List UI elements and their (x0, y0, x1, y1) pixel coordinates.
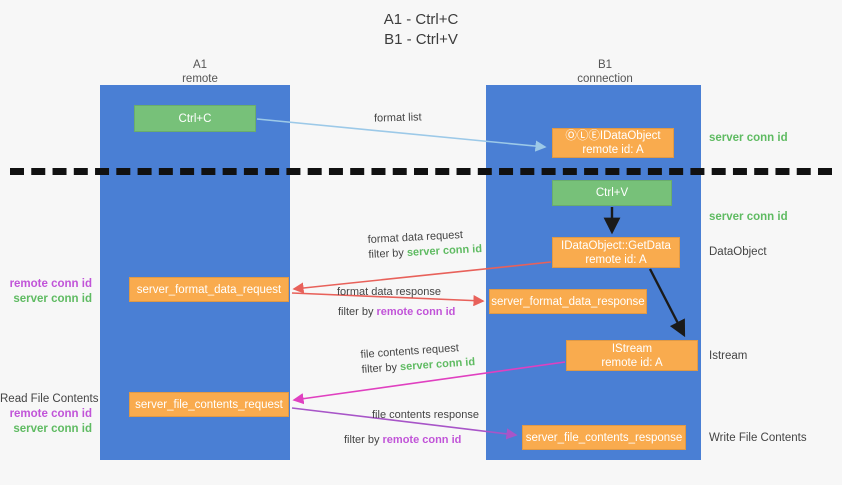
edge-label-file-contents-response-text: file contents response (372, 409, 480, 421)
side-label-istream: Istream (709, 350, 748, 362)
node-ctrl-v[interactable]: Ctrl+V (552, 180, 672, 206)
column-header-b1-name: B1 (597, 59, 613, 71)
node-istream-sub: remote id: A (601, 356, 663, 369)
boundary-divider (10, 168, 832, 175)
edge-label-format-data-response: format data response (337, 285, 441, 300)
node-ctrl-c-label: Ctrl+C (178, 112, 212, 125)
side-label-server-conn-id-2: server conn id (709, 211, 788, 223)
edge-label-format-data-request: format data request filter by server con… (367, 227, 482, 263)
node-server-file-contents-request[interactable]: server_file_contents_request (129, 392, 289, 417)
left-label-read-file-contents-group: Read File Contents remote conn id server… (0, 392, 99, 437)
left-label-server-conn-id-2: server conn id (13, 423, 92, 435)
left-label-remote-conn-id-1: remote conn id (9, 278, 92, 290)
node-server-format-data-request-label: server_format_data_request (136, 283, 282, 296)
left-label-server-conn-id-1: server conn id (13, 293, 92, 305)
edge-label-format-data-response-filter: filter by remote conn id (338, 305, 455, 320)
side-label-write-file-contents: Write File Contents (709, 432, 807, 444)
column-header-b1-role: connection (577, 73, 633, 85)
filter-value-server-conn-id: server conn id (399, 356, 476, 374)
edge-label-file-contents-response-filter: filter by remote conn id (344, 433, 461, 448)
column-header-b1: B1 connection (540, 58, 670, 86)
filter-prefix: filter by (361, 361, 401, 376)
node-server-format-data-request[interactable]: server_format_data_request (129, 277, 289, 302)
node-ctrl-v-label: Ctrl+V (595, 187, 629, 199)
title-line-2: B1 - Ctrl+V (384, 31, 458, 48)
filter-prefix: filter by (344, 434, 383, 446)
filter-prefix: filter by (368, 246, 408, 261)
node-server-file-contents-response[interactable]: server_file_contents_response (522, 425, 686, 450)
node-server-format-data-response[interactable]: server_format_data_response (489, 289, 647, 314)
edge-label-format-data-response-text: format data response (337, 286, 441, 298)
filter-value-remote-conn-id: remote conn id (382, 434, 462, 446)
edge-label-format-list-text: format list (373, 111, 422, 125)
edge-label-file-contents-request: file contents request filter by server c… (360, 340, 476, 378)
node-istream-label: IStream (611, 342, 653, 355)
left-label-conn-ids-1: remote conn id server conn id (0, 277, 92, 307)
filter-value-server-conn-id: server conn id (406, 243, 483, 259)
node-getdata-sub: remote id: A (585, 253, 647, 266)
node-istream[interactable]: IStream remote id: A (566, 340, 698, 371)
node-ctrl-c[interactable]: Ctrl+C (134, 105, 256, 132)
node-getdata[interactable]: IDataObject::GetData remote id: A (552, 237, 680, 268)
column-header-a1-role: remote (182, 73, 218, 85)
node-server-file-contents-request-label: server_file_contents_request (135, 398, 283, 411)
column-header-a1-name: A1 (192, 59, 208, 71)
left-label-remote-conn-id-2: remote conn id (9, 408, 92, 420)
node-set-clipboard-sub: remote id: A (582, 144, 644, 156)
node-set-clipboard-label: ⓄⓁⒺIDataObject (565, 130, 661, 142)
left-label-read-file-contents: Read File Contents (0, 393, 99, 405)
page-title: A1 - Ctrl+C B1 - Ctrl+V (0, 10, 842, 50)
node-server-file-contents-response-label: server_file_contents_response (525, 431, 683, 444)
filter-value-remote-conn-id: remote conn id (376, 306, 456, 318)
node-set-clipboard[interactable]: ⓄⓁⒺIDataObject remote id: A (552, 128, 674, 158)
edge-label-format-list: format list (374, 110, 422, 126)
node-server-format-data-response-label: server_format_data_response (491, 295, 645, 308)
edge-label-file-contents-response: file contents response (372, 408, 479, 423)
title-line-1: A1 - Ctrl+C (383, 11, 459, 28)
side-label-server-conn-id-1: server conn id (709, 132, 788, 144)
side-label-data-object: DataObject (709, 246, 767, 258)
column-header-a1: A1 remote (140, 58, 260, 86)
filter-prefix: filter by (338, 306, 377, 318)
node-getdata-label: IDataObject::GetData (561, 239, 671, 252)
